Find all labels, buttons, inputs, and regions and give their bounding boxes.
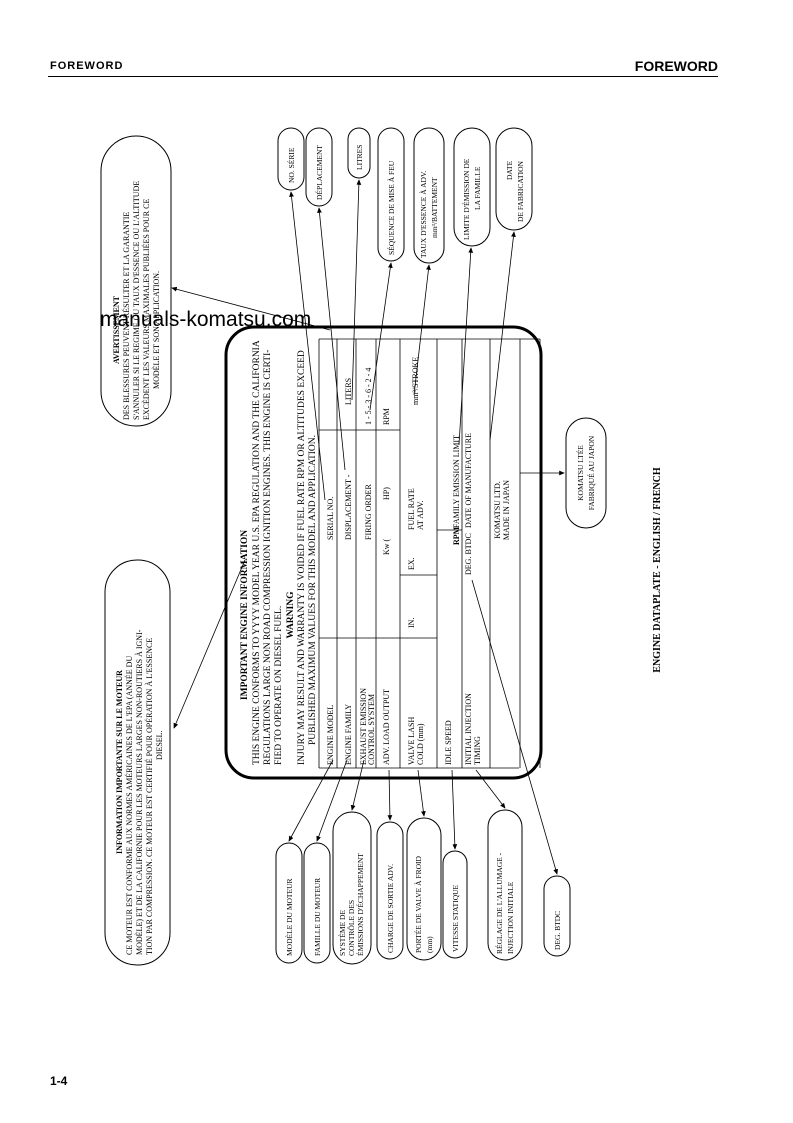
callout-taux-line-2: mm³/BATTEMENT [430, 177, 439, 238]
callout-modele-balloon [275, 842, 303, 964]
watermark-text: manuals-komatsu.com [100, 308, 312, 331]
field-maker-line-1: KOMATSU LTD. [493, 481, 502, 539]
callout-famille-balloon [303, 842, 331, 964]
callout-systeme-balloon [332, 811, 372, 965]
avertissement-line-4: MODÈLE ET SON APPLICATION. [151, 271, 161, 389]
leader-lines [171, 179, 565, 875]
field-rpm-2: RPM [452, 526, 461, 545]
plate-warning-title: WARNING [286, 591, 296, 639]
field-maker-line-2: MADE IN JAPAN [502, 480, 511, 540]
maker-callout-line-2: FABRIQUÉ AU JAPON [586, 435, 596, 510]
callout-deg-btdc-balloon [543, 875, 571, 957]
callout-limite-line-2: LA FAMILLE [473, 166, 482, 210]
info-line-2: MODÈLE) ET DE LA CALIFORNIE POUR LES MOT… [134, 629, 144, 955]
callout-taux-balloon [413, 127, 445, 264]
avertissement-line-1: DES BLESSURES PEUVENT RÉSULTER ET LA GAR… [121, 212, 131, 420]
callout-modele: MODÈLE DU MOTEUR [284, 879, 294, 957]
callout-portee-line-1: PORTÉE DE VALVE À FROID [413, 855, 423, 953]
callout-portee-balloon [406, 817, 442, 961]
header-rule [48, 76, 718, 77]
dataplate-outline [224, 325, 543, 780]
callout-no-serie: NO. SÉRIE [286, 147, 296, 183]
plate-conform-line-2: REGULATIONS LARGE NON ROAD COMPRESSION I… [263, 350, 273, 765]
field-engine-family: ENGINE FAMILY [344, 704, 353, 765]
callout-reglage-balloon [487, 809, 523, 961]
field-exhaust-line-1: EXHAUST EMISSION [359, 688, 368, 765]
field-hp: HP) [382, 487, 391, 500]
field-initial-injection-line-2: TIMING [473, 736, 482, 765]
plate-conform-line-1: THIS ENGINE CONFORMS TO YYYY MODEL YEAR … [252, 340, 262, 765]
callout-systeme-line-3: ÉMISSIONS D'ÉCHAPPEMENT [355, 853, 365, 956]
field-firing-value: 1 - 5 - 3 - 6 - 2 - 4 [364, 368, 373, 425]
header-right-title: FOREWORD [634, 58, 718, 74]
callout-date-line-2: DE FABRICATION [516, 161, 525, 222]
field-firing-order: FIRING ORDER [364, 484, 373, 540]
callout-vitesse-balloon [442, 850, 468, 959]
field-in: IN. [407, 618, 416, 628]
field-engine-model: ENGINE MODEL [326, 705, 335, 765]
info-line-4: DIESEL. [155, 730, 164, 760]
callout-sequence-balloon [377, 127, 405, 262]
field-adv-load: ADV. LOAD OUTPUT [382, 689, 391, 765]
callout-deplacement: DÉPLACEMENT [314, 145, 324, 200]
field-idle-speed: IDLE SPEED [444, 720, 453, 765]
callout-reglage-line-2: INJECTION INITIALE [506, 881, 515, 954]
field-serial-no: SERIAL NO. [326, 497, 335, 540]
callout-sequence: SÉQUENCE DE MISE À FEU [386, 160, 396, 255]
info-line-3: TION PAR COMPRESSION. CE MOTEUR EST CERT… [144, 638, 154, 955]
callout-date-line-1: DATE [505, 160, 514, 180]
info-line-1: CE MOTEUR EST CONFORME AUX NORMES AMÉRIC… [124, 656, 134, 955]
callout-systeme-line-1: SYSTÈME DE [337, 910, 347, 956]
info-balloon [104, 559, 171, 966]
field-valve-lash-line-1: VALVE LASH [407, 717, 416, 765]
info-title: INFORMATION IMPORTANTE SUR LE MOTEUR [115, 670, 124, 854]
field-liters: LITERS [344, 378, 353, 405]
field-displacement: DISPLACEMENT - [344, 474, 353, 540]
field-family-limit: FAMILY EMISSION LIMIT [452, 435, 461, 528]
callout-portee-line-2: (mm) [425, 936, 434, 953]
header-left-title: FOREWORD [50, 60, 124, 72]
field-valve-lash-line-2: COLD (mm) [416, 723, 425, 765]
callout-deplacement-balloon [305, 127, 333, 207]
callout-limite-balloon [453, 127, 491, 247]
field-rpm: RPM [382, 408, 391, 425]
callout-famille: FAMILLE DU MOTEUR [313, 878, 322, 956]
field-date-manufacture: DATE OF MANUFACTURE [464, 433, 473, 528]
plate-warning-line-2: PUBLISHED MAXIMUM VALUES FOR THIS MODEL … [308, 435, 318, 745]
callout-no-serie-balloon [277, 127, 305, 191]
callout-litres: LITRES [355, 145, 364, 170]
plate-conform-line-3: FIED TO OPERATE ON DIESEL FUEL. [274, 606, 284, 765]
field-initial-injection-line-1: INITIAL INJECTION [464, 693, 473, 765]
field-deg-btdc: DEG. BTDC [464, 533, 473, 575]
maker-callout-line-1: KOMATSU LTÉE [575, 445, 585, 501]
field-kw: Kw ( [382, 538, 391, 555]
avertissement-line-2: S'ANNULER SI LE REGIME OU TAUX D'ESSENCE… [132, 181, 141, 420]
callout-charge-balloon [376, 821, 404, 960]
callout-reglage-line-1: RÉGLAGE DE L'ALLUMAGE - [494, 852, 504, 954]
callout-systeme-line-2: CONTRÔLE DES [346, 900, 356, 956]
figure-caption: ENGINE DATAPLATE - ENGLISH / FRENCH [652, 467, 663, 673]
avertissement-balloon [100, 135, 172, 427]
avertissement-title: AVERTISSEMENT [112, 295, 121, 364]
callout-deg-btdc: DEG. BTDC [553, 911, 562, 950]
callout-date-balloon [495, 127, 533, 231]
field-ex: EX. [407, 557, 416, 570]
callout-limite-line-1: LIMITE D'ÉMISSION DE [461, 158, 471, 240]
maker-callout-balloon [565, 417, 607, 529]
field-exhaust-line-2: CONTROL SYSTEM [367, 694, 376, 765]
field-fuel-rate-line-2: AT ADV. [416, 501, 425, 531]
field-fuel-rate-line-1: FUEL RATE [407, 488, 416, 530]
callout-taux-line-1: TAUX D'ESSENCE À ADV. [418, 171, 428, 258]
plate-warning-line-1: INJURY MAY RESULT AND WARRANTY IS VOIDED… [297, 350, 307, 765]
callout-charge: CHARGE DE SORTIE ADV. [386, 864, 395, 953]
avertissement-line-3: EXCÈDENT LES VALEURS MAXIMALES PUBLIÉES … [141, 199, 151, 420]
callout-litres-balloon [347, 127, 371, 179]
dataplate-grid [318, 338, 541, 769]
callout-vitesse: VITESSE STATIQUE [451, 884, 460, 952]
page-number: 1-4 [50, 1074, 68, 1088]
plate-title: IMPORTANT ENGINE INFORMATION [240, 530, 250, 700]
